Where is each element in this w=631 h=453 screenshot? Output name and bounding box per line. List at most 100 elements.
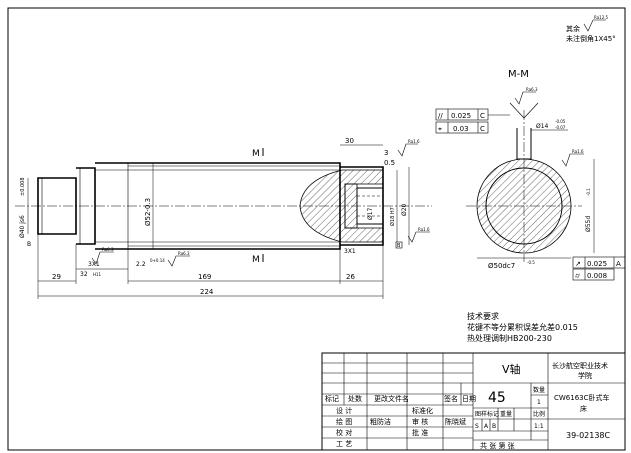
dim-32-tol: H11: [93, 272, 102, 277]
tech-line1: 花键不等分累积误差允差0.015: [467, 322, 578, 332]
dim-2-2-tol: 0+0.14: [150, 258, 165, 263]
dim-d14-tol-l: -0.07: [555, 125, 566, 130]
dim-d17: Ø17: [367, 207, 374, 220]
dim-30: 30: [345, 137, 354, 145]
title-block: 标记 处数 更改文件名 签名 日期 设 计 绘 图 校 对 工 艺 粗防洁 标准…: [321, 352, 626, 451]
chamfer-3x1-right: 3X1: [344, 248, 356, 255]
roughness-16b-icon: [407, 231, 430, 243]
dim-3: 3: [384, 149, 388, 157]
tech-requirements: 技术要求 花键不等分累积误差允差0.015 热处理调制HB200-230: [467, 311, 578, 343]
svg-text:0.025: 0.025: [451, 112, 471, 120]
svg-text:签名: 签名: [444, 394, 458, 403]
tech-title: 技术要求: [467, 311, 499, 321]
ra-key: Ra6.3: [526, 87, 538, 92]
dim-d52: Ø52-0.3: [144, 198, 152, 226]
svg-text:数量: 数量: [533, 386, 545, 394]
svg-text:S: S: [475, 423, 479, 430]
svg-text:处数: 处数: [348, 394, 362, 403]
svg-text:陈晓斌: 陈晓斌: [445, 417, 466, 426]
ra-left: Ra6.3: [102, 247, 114, 252]
tech-line2: 热处理调制HB200-230: [467, 333, 552, 343]
dim-d18: Ø18 H7: [389, 207, 396, 226]
part-name: V轴: [502, 362, 521, 376]
svg-text:0.03: 0.03: [453, 125, 469, 133]
svg-text:粗防洁: 粗防洁: [370, 417, 391, 426]
tolerance-frame-cylindricity: ⌭ 0.008: [572, 268, 615, 281]
rest-text: 其余: [566, 24, 580, 33]
ra-16a: Ra1.6: [408, 139, 420, 144]
svg-text:重量: 重量: [500, 410, 512, 418]
left-journal: [37, 177, 77, 235]
dim-d40: Ø40 js6: [19, 215, 26, 238]
ra-16c: Ra1.6: [572, 149, 584, 154]
svg-text:更改文件名: 更改文件名: [374, 394, 409, 403]
shoulder-step: [76, 167, 96, 245]
dim-32: 32: [80, 271, 88, 278]
dim-d14-tol-u: -0.05: [555, 119, 566, 124]
dim-29: 29: [52, 273, 61, 281]
svg-text:A: A: [616, 260, 621, 268]
cut-label-bottom: M: [252, 255, 260, 265]
dim-26: 26: [346, 273, 355, 281]
dim-d50-tol: -0.5: [527, 260, 535, 265]
spline-section: [476, 158, 572, 254]
roughness-16a-icon: [397, 143, 418, 157]
dim-d50: Ø50dc7: [488, 262, 515, 270]
tolerance-frame-symmetry: ⌖ 0.03 C: [435, 121, 489, 134]
dim-0-5: 0.5: [384, 159, 395, 167]
svg-text:日期: 日期: [462, 395, 476, 403]
dim-d55: Ø55d: [585, 216, 592, 232]
surface-note: 其余 Ra12.5 未注倒角1X45°: [566, 15, 616, 43]
cut-label-top: M: [252, 149, 260, 159]
svg-text:审 核: 审 核: [412, 417, 428, 426]
svg-text:C: C: [480, 125, 485, 133]
ra-mid: Ra6.3: [178, 251, 190, 256]
roughness-16c-icon: [561, 153, 584, 167]
chamfer-3x1-left: 3X1: [88, 261, 100, 268]
school-name-2: 学院: [578, 371, 592, 380]
dim-169: 169: [198, 273, 211, 281]
svg-text:绘 图: 绘 图: [336, 417, 352, 426]
rest-ra: Ra12.5: [594, 15, 609, 20]
section-title: M-M: [508, 69, 529, 80]
svg-text:共 张 第 张: 共 张 第 张: [480, 441, 515, 450]
datum-b-label: B: [27, 241, 31, 248]
dim-d20: Ø20: [401, 203, 408, 216]
bore-hatch: [344, 183, 358, 229]
svg-text:0.008: 0.008: [587, 272, 607, 280]
datum-b2-label: B: [397, 243, 401, 249]
key-slot: [516, 128, 532, 160]
svg-text:标记: 标记: [325, 394, 339, 403]
outer-border: [7, 7, 626, 451]
svg-text:⌭: ⌭: [575, 272, 580, 280]
svg-text://: //: [438, 112, 443, 120]
ra-16b: Ra1.6: [418, 227, 430, 232]
svg-text:C: C: [480, 112, 485, 120]
tolerance-frame-parallel: // 0.025 C: [435, 108, 489, 121]
section-mm: M-M Ra6.3 // 0.025 C ⌖ 0.03 C Ø14 -0.0: [435, 69, 626, 281]
svg-text:工 艺: 工 艺: [336, 440, 352, 448]
machine-name-2: 床: [580, 404, 587, 413]
machine-name-1: CW6163C卧式车: [554, 393, 610, 402]
svg-text:设 计: 设 计: [336, 406, 352, 415]
svg-text:标准化: 标准化: [412, 406, 433, 415]
svg-text:图样标记: 图样标记: [475, 410, 499, 418]
dim-2-2: 2.2: [136, 261, 146, 268]
svg-text:B: B: [492, 423, 496, 430]
dim-d14: Ø14: [536, 123, 549, 130]
roughness-symbol-icon: [583, 19, 606, 32]
shaft-main-view: [37, 162, 384, 250]
svg-text:比例: 比例: [533, 410, 545, 418]
tolerance-frame-runout: ↗ 0.025 A: [572, 256, 626, 269]
svg-text:A: A: [484, 423, 489, 430]
svg-text:⌖: ⌖: [438, 125, 442, 133]
svg-text:0.025: 0.025: [587, 260, 607, 268]
school-name-1: 长沙航空职业技术: [552, 361, 608, 370]
svg-text:1:1: 1:1: [534, 423, 544, 430]
bore: [356, 187, 384, 225]
drawing-number: 39-02138C: [566, 431, 611, 440]
svg-text:1: 1: [537, 399, 541, 406]
dim-224: 224: [200, 288, 214, 296]
dim-d40-tol: ±0.008: [20, 177, 26, 196]
